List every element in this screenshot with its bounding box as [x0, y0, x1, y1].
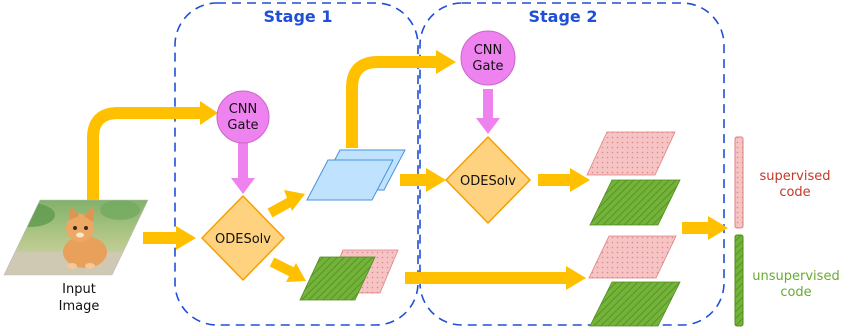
stage-1-box: Stage 1: [174, 2, 419, 326]
stage2-feature-maps-top: [586, 131, 681, 226]
arrowhead-sup: [570, 168, 590, 192]
stage1-feature-maps-blue: [306, 149, 406, 201]
unsupervised-code-bar: [734, 234, 744, 327]
arrow-image-to-gate1: [87, 107, 202, 200]
supervised-code-line2: code: [779, 185, 810, 200]
arrowhead-gate2: [436, 50, 456, 74]
solver1-out-arrows: [267, 197, 295, 277]
input-image-caption-line2: Image: [59, 299, 100, 314]
unsupervised-code-line1: unsupervised: [752, 269, 839, 284]
arrowhead-gate1: [200, 101, 218, 125]
gate-arrows: [231, 89, 500, 194]
supervised-code-bar: [734, 136, 744, 229]
input-image-caption-line1: Input: [62, 282, 96, 297]
unsupervised-code-line2: code: [780, 285, 811, 300]
stage-2-title: Stage 2: [529, 7, 598, 26]
cnn-gate-2-line1: CNN: [474, 43, 503, 58]
arrowhead-gate1-down: [231, 178, 255, 194]
cnn-gate-2-line2: Gate: [472, 59, 503, 74]
arrowhead-solver1: [176, 226, 196, 250]
arrowhead-bottom: [566, 266, 586, 290]
flow-arrows: [87, 56, 710, 284]
arrowhead-code: [708, 216, 728, 240]
supervised-code-line1: supervised: [760, 169, 831, 184]
ode-solver-2-label: ODESolv: [460, 174, 516, 189]
cnn-gate-1-line1: CNN: [229, 102, 258, 117]
cnn-gate-1: CNN Gate: [216, 90, 270, 144]
arrowhead-solver1-down: [286, 263, 306, 282]
arrowhead-gate2-down: [476, 118, 500, 134]
cnn-gate-2: CNN Gate: [460, 30, 516, 86]
arrow-solver1-up: [267, 197, 293, 218]
input-image: [3, 199, 149, 276]
arrow-feature-to-gate2: [346, 56, 438, 148]
stage2-feature-maps-bottom: [588, 235, 681, 327]
stage-1-title: Stage 1: [264, 7, 333, 26]
arrowhead-solver2: [426, 168, 446, 192]
stage-2-box: Stage 2: [419, 2, 725, 326]
ode-solver-1-label: ODESolv: [215, 232, 271, 247]
ode-solver-1: ODESolv: [201, 195, 285, 281]
arrowhead-solver1-up: [284, 190, 305, 211]
stage1-feature-maps-split: [299, 249, 399, 301]
cnn-gate-1-line2: Gate: [227, 118, 258, 133]
ode-solver-2: ODESolv: [445, 136, 531, 224]
flow-arrowheads: [176, 50, 728, 290]
arrow-solver1-down: [269, 257, 295, 277]
